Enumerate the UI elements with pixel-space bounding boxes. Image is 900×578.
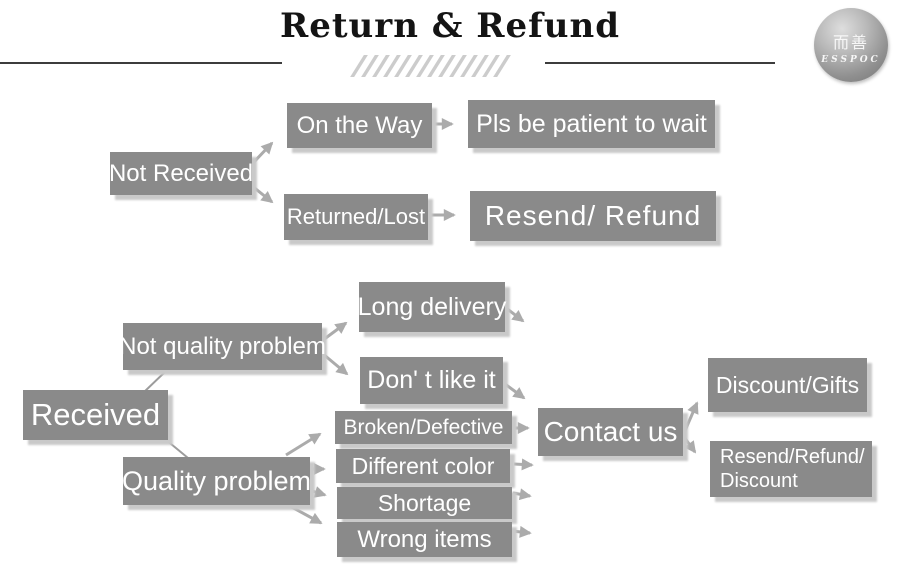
- arrow-contact-us-to-discount-gifts: [682, 401, 699, 434]
- arrow-not-received-to-returned-lost: [251, 184, 274, 204]
- arrow-long-delivery-out: [505, 306, 525, 323]
- arrow-not-quality-to-long-delivery: [322, 321, 348, 342]
- brand-logo: 而善 ESSPOC: [814, 8, 888, 82]
- node-wrong-items: Wrong items: [337, 522, 512, 557]
- node-resend-refund: Resend/ Refund: [470, 191, 716, 241]
- brand-logo-cn-text: 而善: [832, 33, 869, 52]
- arrow-not-received-to-on-the-way: [250, 141, 274, 166]
- arrow-contact-us-to-resend-refund-discount: [682, 436, 697, 454]
- arrow-dont-like-to-contact-us: [504, 382, 526, 400]
- node-not-received: Not Received: [109, 152, 253, 195]
- node-contact-us: Contact us: [538, 408, 683, 456]
- arrow-shortage-to-contact-us: [512, 488, 532, 501]
- brand-logo-en-text: ESSPOC: [821, 55, 881, 65]
- arrow-wrong-items-to-contact-us: [511, 525, 532, 538]
- node-not-quality-problem: Not quality problem: [119, 323, 326, 370]
- connector-received-to-quality: [164, 438, 189, 459]
- node-resend-refund-discount: Resend/Refund/ Discount: [710, 441, 872, 497]
- arrow-different-color-to-contact-us: [513, 458, 534, 471]
- arrow-quality-to-broken: [285, 432, 322, 457]
- node-returned-lost: Returned/Lost: [284, 194, 428, 240]
- node-different-color: Different color: [336, 449, 510, 483]
- header-rule-right: [545, 62, 775, 64]
- header-rule-left: [0, 62, 282, 64]
- node-pls-be-patient: Pls be patient to wait: [468, 100, 715, 148]
- node-long-delivery: Long delivery: [358, 282, 506, 332]
- arrow-not-quality-to-dont-like: [322, 352, 349, 376]
- arrow-quality-to-wrong-items: [287, 503, 323, 525]
- node-received: Received: [23, 390, 168, 440]
- arrow-quality-to-shortage: [311, 486, 327, 498]
- node-on-the-way: On the Way: [287, 103, 432, 148]
- node-dont-like-it: Don' t like it: [360, 357, 503, 404]
- node-shortage: Shortage: [337, 487, 512, 519]
- node-discount-gifts: Discount/Gifts: [708, 358, 867, 412]
- page-title: Return & Refund: [279, 6, 621, 46]
- node-broken-defective: Broken/Defective: [335, 411, 512, 444]
- node-quality-problem: Quality problem: [122, 457, 311, 505]
- connector-received-to-not-quality: [142, 369, 168, 394]
